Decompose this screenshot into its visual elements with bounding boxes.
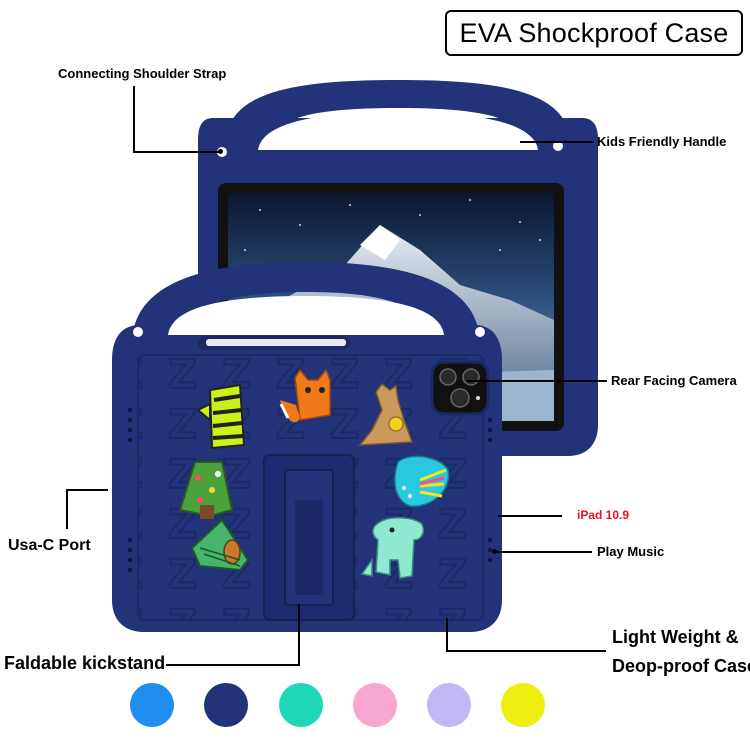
weight-leader-vertical xyxy=(446,618,448,652)
strap-leader-dot xyxy=(218,149,223,154)
music-leader-dot xyxy=(492,549,497,554)
kickstand-leader-horizontal xyxy=(166,664,300,666)
weight-label-line1: Light Weight & xyxy=(612,627,739,647)
weight-leader-horizontal xyxy=(446,650,606,652)
kickstand-label: Faldable kickstand xyxy=(4,653,166,673)
kangaroo-icon xyxy=(358,382,414,446)
strap-leader-horizontal xyxy=(133,151,221,153)
camera-label: Rear Facing Camera xyxy=(611,373,737,388)
color-swatch-navy[interactable] xyxy=(204,683,248,727)
kickstand xyxy=(263,454,355,621)
model-label: iPad 10.9 xyxy=(577,508,630,522)
camera-lens-icon xyxy=(430,360,490,416)
weight-label-line2: Deop-proof Case xyxy=(612,656,750,676)
harp-icon xyxy=(190,518,250,572)
strap-leader-vertical xyxy=(133,86,135,152)
color-swatch-mint[interactable] xyxy=(279,683,323,727)
fish-icon xyxy=(394,455,450,507)
port-leader-vertical xyxy=(66,489,68,529)
color-swatch-blue[interactable] xyxy=(130,683,174,727)
color-swatch-yellow[interactable] xyxy=(501,683,545,727)
page-title-text: EVA Shockproof Case xyxy=(459,17,729,48)
music-leader xyxy=(496,551,592,553)
elephant-icon xyxy=(360,517,425,579)
fox-icon xyxy=(279,368,331,423)
page-title: EVA Shockproof Case xyxy=(445,10,743,56)
camera-leader xyxy=(467,380,607,382)
model-leader xyxy=(498,515,562,517)
strap-label: Connecting Shoulder Strap xyxy=(58,66,227,81)
handle-leader xyxy=(520,141,594,143)
front-case-view xyxy=(112,262,502,632)
tree-icon xyxy=(178,461,234,519)
port-label: Usa-C Port xyxy=(8,537,91,554)
music-label: Play Music xyxy=(597,544,665,559)
color-swatch-pink[interactable] xyxy=(353,683,397,727)
kickstand-leader-vertical xyxy=(298,604,300,666)
handle-label: Kids Friendly Handle xyxy=(597,134,727,149)
zebra-icon xyxy=(196,383,246,450)
color-swatch-lavender[interactable] xyxy=(427,683,471,727)
port-leader-horizontal xyxy=(66,489,108,491)
